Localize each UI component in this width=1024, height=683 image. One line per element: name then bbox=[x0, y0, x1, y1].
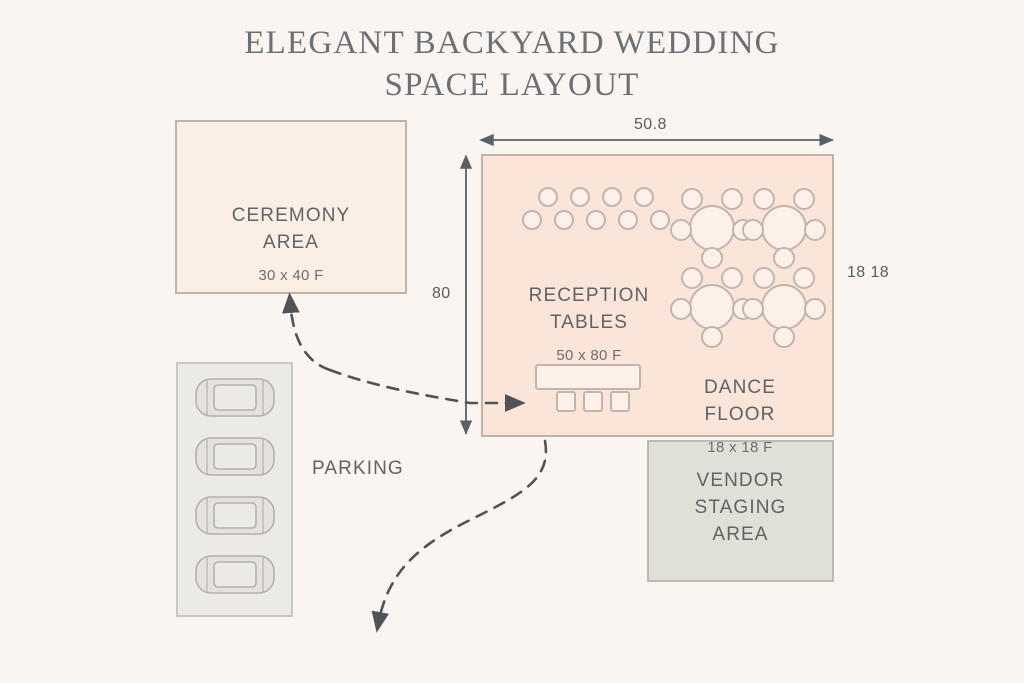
round-table bbox=[670, 188, 754, 269]
vendor-staging-label: VENDOR STAGING AREA bbox=[694, 470, 787, 545]
page-title: ELEGANT BACKYARD WEDDING SPACE LAYOUT bbox=[0, 22, 1024, 106]
dance-floor-dimension: 18 x 18 F bbox=[707, 439, 773, 456]
reception-tables-name: RECEPTION TABLES bbox=[528, 285, 650, 333]
page-title-line2: SPACE LAYOUT bbox=[384, 67, 640, 103]
parked-car bbox=[195, 496, 275, 535]
reception-tables-label: RECEPTION TABLES 50 x 80 F bbox=[496, 255, 682, 396]
ceremony-area-dimension: 30 x 40 F bbox=[258, 267, 324, 284]
page-title-line1: ELEGANT BACKYARD WEDDING bbox=[244, 25, 780, 61]
path-reception-to-exit bbox=[371, 439, 548, 633]
parked-car bbox=[195, 555, 275, 594]
head-table bbox=[535, 364, 641, 412]
ceremony-area-name: CEREMONY AREA bbox=[231, 205, 351, 253]
reception-tables-dimension: 50 x 80 F bbox=[556, 347, 622, 364]
parked-car bbox=[195, 378, 275, 417]
dance-floor-label: DANCE FLOOR 18 x 18 F bbox=[652, 347, 828, 488]
parked-car bbox=[195, 437, 275, 476]
vendor-staging-box[interactable] bbox=[647, 440, 834, 582]
dance-floor-name: DANCE FLOOR bbox=[703, 377, 776, 425]
dimension-top-width: 50.8 bbox=[634, 116, 667, 133]
dimension-left-height: 80 bbox=[432, 285, 451, 302]
parking-label: PARKING bbox=[312, 458, 404, 479]
ceremony-area-label: CEREMONY AREA 30 x 40 F bbox=[176, 175, 406, 316]
round-table bbox=[742, 188, 826, 269]
round-table bbox=[742, 267, 826, 348]
dimension-right-label: 18 18 bbox=[847, 264, 890, 281]
path-parking-to-ceremony bbox=[282, 292, 332, 372]
seating-circle-grid bbox=[522, 187, 670, 230]
